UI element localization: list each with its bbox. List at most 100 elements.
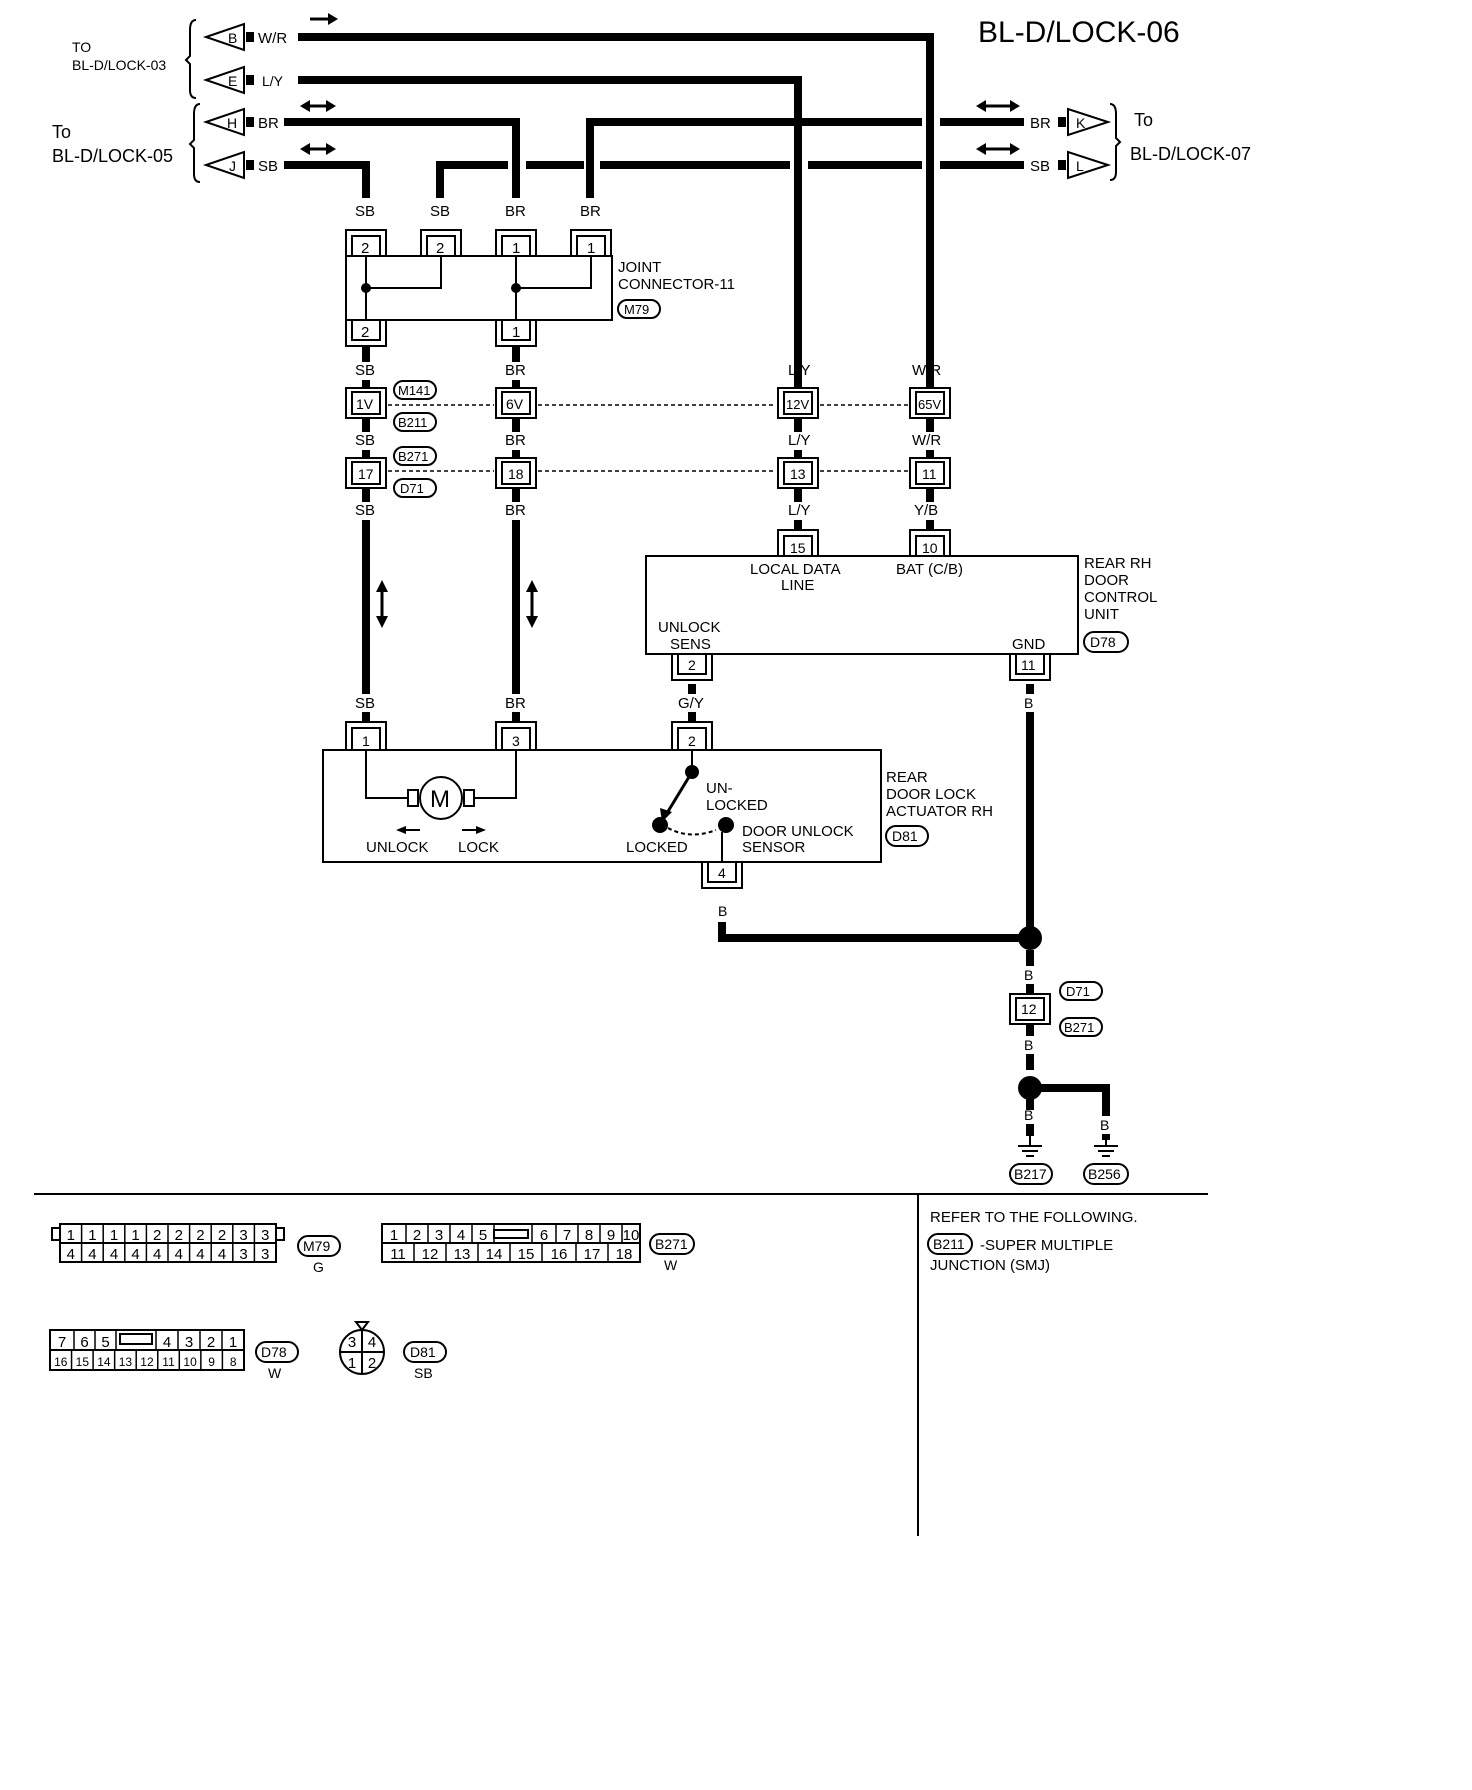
svg-text:B: B <box>1024 967 1033 983</box>
svg-text:SB: SB <box>414 1365 433 1381</box>
svg-text:G/Y: G/Y <box>678 695 704 712</box>
ground-id-b256: B256 <box>1088 1166 1121 1182</box>
svg-text:1: 1 <box>512 240 520 257</box>
wire-label-br: BR <box>1030 115 1051 132</box>
pin-label-unlock-sens: SENS <box>670 636 711 653</box>
ground-chain: B 12 D71 B271 B B B B217 B256 <box>1009 967 1129 1185</box>
refer-note: REFER TO THE FOLLOWING. B211 -SUPER MULT… <box>927 1209 1138 1274</box>
wire-label-wr: W/R <box>258 30 287 47</box>
connector-pin-number: 11 <box>390 1246 406 1263</box>
wire-label-sb: SB <box>1030 158 1050 175</box>
offpage-connector-l: SB L <box>1030 150 1112 180</box>
connector-id-b271: B271 <box>1064 1020 1094 1035</box>
connector-pin-number: 16 <box>551 1246 568 1263</box>
svg-text:W/R: W/R <box>912 362 941 379</box>
component-label: CONTROL <box>1084 589 1157 606</box>
svg-text:BR: BR <box>505 502 526 519</box>
svg-text:M: M <box>430 786 450 813</box>
refer-line: REFER TO THE FOLLOWING. <box>930 1209 1138 1226</box>
connector-pin-number: 1 <box>88 1227 96 1244</box>
rear-door-lock-actuator-rh: SB BR G/Y 1 3 2 M UNLOCK LOCK UN- LOCKED… <box>322 695 993 919</box>
connector-pin-number: 4 <box>88 1246 96 1263</box>
sensor-label: DOOR UNLOCK <box>742 823 854 840</box>
motor-icon <box>419 776 463 820</box>
connector-pin-number: 8 <box>585 1227 593 1244</box>
svg-text:6V: 6V <box>506 396 524 412</box>
connector-pin-number: 14 <box>97 1355 111 1369</box>
svg-text:17: 17 <box>358 466 374 482</box>
svg-text:B: B <box>1024 695 1033 711</box>
connector-pin-number: 11 <box>162 1355 175 1369</box>
refer-line: JUNCTION (SMJ) <box>930 1257 1050 1274</box>
svg-text:2: 2 <box>361 324 369 341</box>
connector-pin-number: 13 <box>119 1355 133 1369</box>
pin-label-gnd: GND <box>1012 636 1046 653</box>
offpage-label-to: To <box>1134 110 1153 130</box>
ground-icon <box>1018 1145 1042 1157</box>
connector-pin-number: 9 <box>208 1355 215 1369</box>
connector-pin-number: 6 <box>540 1227 548 1244</box>
rear-rh-door-control-unit: 15 10 LOCAL DATA LINE BAT (C/B) UNLOCK S… <box>645 529 1157 711</box>
connector-pin-number: 4 <box>131 1246 139 1263</box>
offpage-group-lock03: TO BL-D/LOCK-03 <box>72 19 197 99</box>
wire-label-br: BR <box>580 203 601 220</box>
joint-connector-label: JOINT <box>618 259 661 276</box>
component-label: ACTUATOR RH <box>886 803 993 820</box>
wire-label-br: BR <box>505 203 526 220</box>
joint-connector-11: SB SB BR BR 2 2 1 1 2 1 JOINT CONNECTOR-… <box>345 203 735 347</box>
connector-pin-number: 3 <box>185 1334 193 1351</box>
connector-id-b211: B211 <box>933 1236 965 1252</box>
svg-text:L/Y: L/Y <box>788 432 811 449</box>
svg-text:G: G <box>313 1259 324 1275</box>
connector-pin-number: 4 <box>218 1246 226 1263</box>
svg-text:2: 2 <box>688 733 696 749</box>
direction-arrows <box>300 13 1020 155</box>
connector-pin-number: 12 <box>422 1246 439 1263</box>
offpage-group-lock05: To BL-D/LOCK-05 <box>52 103 201 183</box>
svg-text:W: W <box>664 1257 678 1273</box>
offpage-label-to: TO <box>72 39 91 55</box>
svg-text:BR: BR <box>505 432 526 449</box>
svg-text:10: 10 <box>922 540 938 556</box>
wire-label-sb: SB <box>430 203 450 220</box>
connector-pin-number: 13 <box>454 1246 471 1263</box>
connector-pin-number: 14 <box>486 1246 503 1263</box>
svg-text:K: K <box>1076 115 1086 131</box>
connector-pin-number: 4 <box>153 1246 161 1263</box>
offpage-group-lock07: To BL-D/LOCK-07 <box>1109 103 1251 181</box>
ground-icon <box>1094 1145 1118 1157</box>
connector-id-d78: D78 <box>1090 634 1116 650</box>
connector-id-m141: M141 <box>398 383 431 398</box>
connector-pin-number: 9 <box>607 1227 615 1244</box>
svg-text:L/Y: L/Y <box>788 362 811 379</box>
svg-text:12: 12 <box>1021 1001 1037 1017</box>
connector-pin-number: 12 <box>140 1355 154 1369</box>
svg-text:H: H <box>227 115 237 131</box>
svg-text:1: 1 <box>512 324 520 341</box>
connector-pin-number: 3 <box>239 1246 247 1263</box>
svg-text:15: 15 <box>790 540 806 556</box>
pin-label-bat: BAT (C/B) <box>896 561 963 578</box>
svg-text:BR: BR <box>505 362 526 379</box>
wiring-diagram: BL-D/LOCK-06 TO BL-D/LOCK-03 To BL-D/LOC… <box>34 13 1251 1536</box>
connector-pin-number: 3 <box>239 1227 247 1244</box>
connector-id-b271: B271 <box>398 449 428 464</box>
connector-pin-number: 1 <box>110 1227 118 1244</box>
sensor-label: SENSOR <box>742 839 806 856</box>
component-label: DOOR LOCK <box>886 786 976 803</box>
svg-text:1: 1 <box>587 240 595 257</box>
svg-text:B: B <box>1024 1107 1033 1123</box>
component-label: REAR <box>886 769 928 786</box>
connector-id-m79: M79 <box>624 302 649 317</box>
svg-text:D81: D81 <box>410 1344 436 1360</box>
svg-text:W/R: W/R <box>912 432 941 449</box>
svg-text:B: B <box>228 30 237 46</box>
svg-text:B: B <box>1024 1037 1033 1053</box>
svg-text:BR: BR <box>505 695 526 712</box>
svg-text:11: 11 <box>922 466 937 482</box>
connector-pin-number: 4 <box>196 1246 204 1263</box>
